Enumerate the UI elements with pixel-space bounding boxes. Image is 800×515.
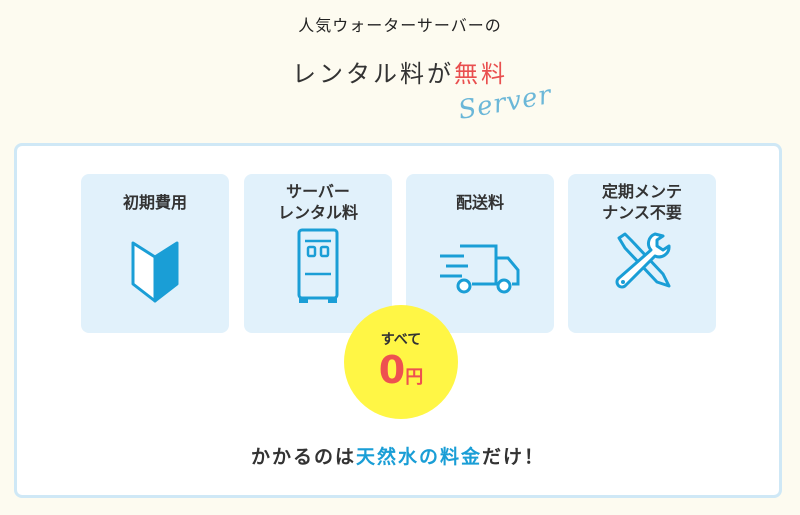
tile-maintenance: 定期メンテ ナンス不要 — [568, 174, 716, 333]
features-card: 初期費用 サーバー レンタル料 配送料 定期メンテ ナンス不要 すべて 0円 か… — [14, 143, 782, 498]
badge-unit: 円 — [405, 367, 424, 388]
delivery-truck-icon — [440, 244, 520, 294]
title-main: レンタル料が — [292, 60, 454, 88]
tile-server-rental: サーバー レンタル料 — [244, 174, 392, 333]
footer-highlight: 天然水の料金 — [355, 446, 482, 468]
beginner-mark-icon — [131, 241, 179, 303]
title-highlight: 無料 — [454, 60, 508, 88]
tools-icon — [615, 232, 671, 289]
badge-amount: 0円 — [344, 349, 458, 399]
badge-top: すべて — [380, 332, 422, 348]
footer-before: かかるのは — [250, 446, 356, 468]
badge-number: 0 — [378, 348, 406, 392]
page-title: レンタル料が無料 — [0, 54, 800, 89]
tile-label: サーバー レンタル料 — [277, 182, 358, 222]
footer-message: かかるのは天然水の料金だけ！ — [17, 442, 779, 469]
tile-label: 配送料 — [455, 192, 504, 212]
subtitle: 人気ウォーターサーバーの — [298, 16, 502, 35]
free-badge: すべて 0円 — [344, 305, 458, 419]
tile-label: 初期費用 — [122, 192, 187, 212]
tile-delivery: 配送料 — [406, 174, 554, 333]
water-server-icon — [297, 228, 339, 303]
tile-initial-cost: 初期費用 — [81, 174, 229, 333]
tile-label: 定期メンテ ナンス不要 — [601, 182, 682, 222]
footer-after: だけ！ — [482, 446, 546, 468]
